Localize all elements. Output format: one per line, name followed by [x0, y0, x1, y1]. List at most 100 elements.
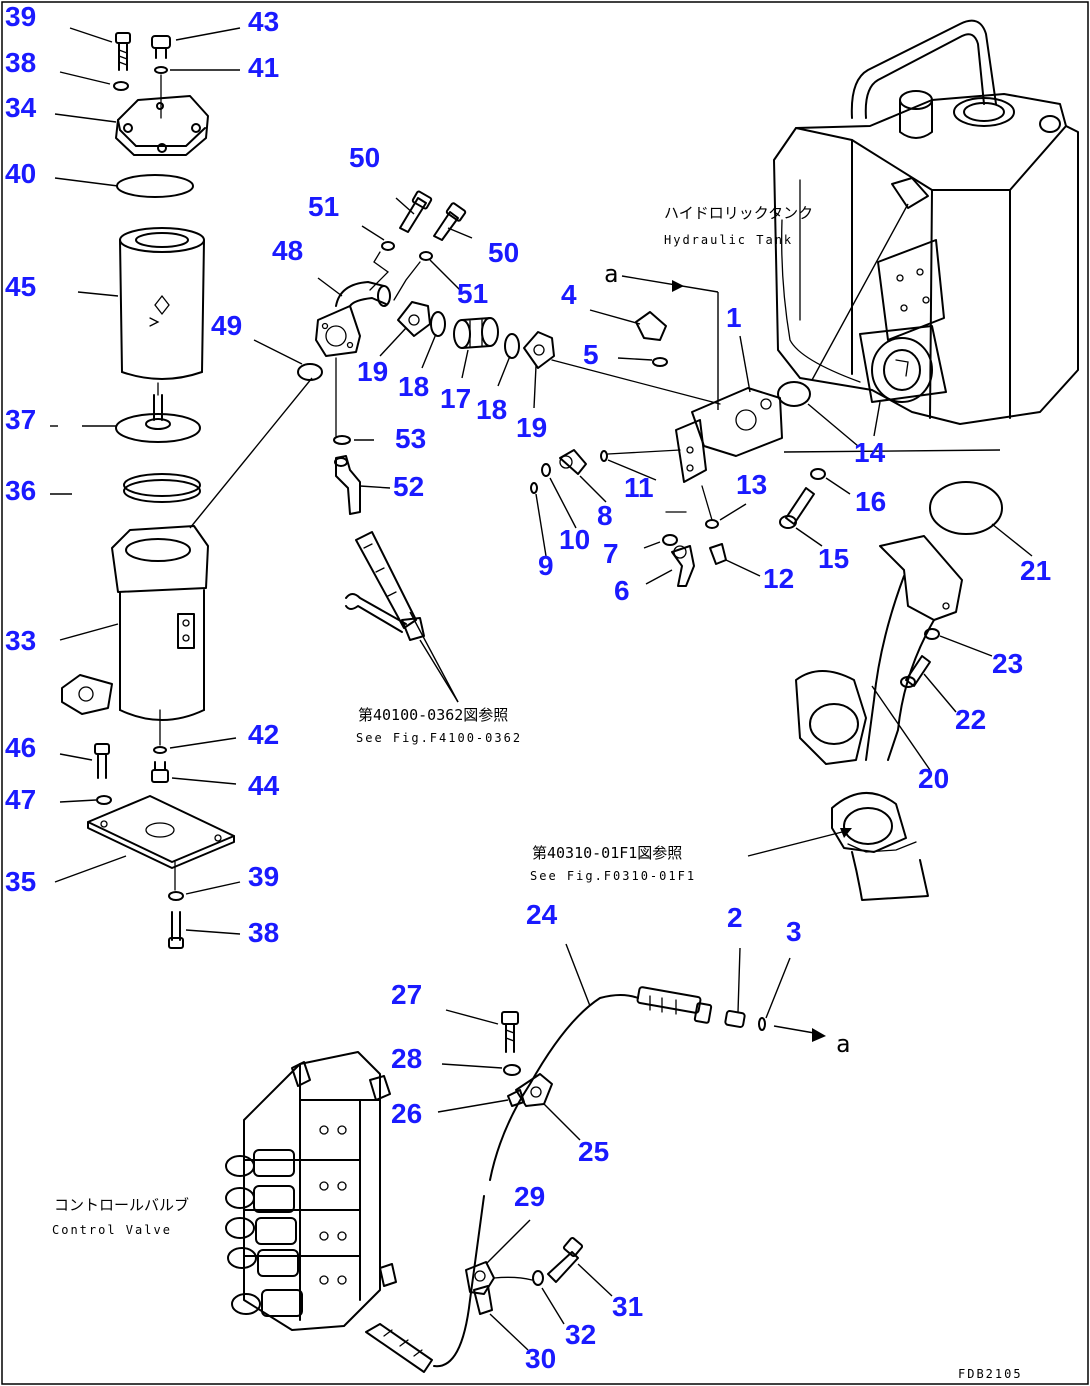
hydraulic-tank-label: ハイドロリックタンク Hydraulic Tank	[664, 204, 813, 247]
callout-29: 29	[514, 1181, 545, 1212]
spring-36	[123, 473, 201, 503]
block-centerline-11	[607, 449, 681, 455]
callout-51-lower: 51	[457, 278, 488, 309]
callout-13: 13	[736, 469, 767, 500]
hose-24	[433, 986, 713, 1368]
callout-4: 4	[561, 279, 577, 310]
callout-39-bottom: 39	[248, 861, 279, 892]
callout-32: 32	[565, 1319, 596, 1350]
clamp-30	[473, 1285, 493, 1315]
washer-28	[503, 1064, 521, 1076]
flange-19-right	[523, 331, 555, 369]
connection-a-bottom: a	[836, 1030, 850, 1058]
callout-26: 26	[391, 1098, 422, 1129]
bolt-15	[779, 487, 815, 529]
control-valve-label-en: Control Valve	[52, 1223, 172, 1237]
callout-27: 27	[391, 979, 422, 1010]
callout-38: 38	[5, 47, 36, 78]
callout-50-lower: 50	[488, 237, 519, 268]
o-ring-53	[333, 435, 351, 445]
o-ring-42	[153, 746, 167, 754]
callout-38-bottom: 38	[248, 917, 279, 948]
washer-39-bottom	[168, 891, 184, 901]
hydraulic-tank-label-en: Hydraulic Tank	[664, 233, 793, 247]
control-valve-label: コントロールバルブ Control Valve	[52, 1196, 189, 1237]
bolt-39-top	[115, 32, 131, 71]
callout-8: 8	[597, 500, 613, 531]
elbow-8	[559, 449, 587, 475]
flange-4	[635, 311, 667, 341]
callout-2: 2	[727, 902, 743, 933]
callout-18-right: 18	[476, 394, 507, 425]
connection-a-top: a	[604, 260, 618, 288]
callout-30: 30	[525, 1343, 556, 1374]
callout-23: 23	[992, 648, 1023, 679]
callout-24: 24	[526, 899, 558, 930]
plug-44	[151, 761, 169, 783]
callout-28: 28	[391, 1043, 422, 1074]
washer-51-upper	[381, 241, 395, 251]
washer-47	[96, 795, 112, 805]
leader-52	[359, 485, 391, 489]
o-ring-40	[116, 174, 194, 198]
callout-1: 1	[726, 302, 742, 333]
drawing-code: FDB2105	[958, 1367, 1023, 1381]
washer-16	[810, 468, 826, 480]
bolt-27	[501, 1011, 519, 1053]
o-ring-11	[600, 450, 608, 462]
control-valve	[225, 1051, 397, 1331]
o-ring-7	[662, 534, 678, 546]
callout-35: 35	[5, 866, 36, 897]
callout-7: 7	[603, 538, 619, 569]
callout-47: 47	[5, 784, 36, 815]
o-ring-13	[705, 519, 719, 529]
case-33	[61, 525, 209, 721]
callout-9: 9	[538, 550, 554, 581]
valve-37	[115, 382, 201, 443]
bolt-path-lower	[393, 261, 421, 301]
tube-20	[795, 535, 963, 901]
bolt-38-bottom	[168, 911, 184, 949]
see-fig-2-jp: 第40310-01F1図参照	[532, 844, 682, 862]
clamp-25	[515, 1073, 553, 1107]
clamp-26	[507, 1089, 525, 1107]
callout-labels: 39 43 38 41 34 40 45 37 36 33 46 42 44 4…	[5, 1, 1051, 1374]
callout-51: 51	[308, 191, 339, 222]
flange-19-left	[397, 301, 431, 337]
bolt-31-path	[493, 1276, 533, 1281]
leaders-bottom	[437, 943, 791, 1351]
o-ring-9	[530, 482, 538, 494]
callout-40: 40	[5, 158, 36, 189]
hose-see-fig	[345, 531, 425, 641]
plug-43	[151, 35, 171, 59]
callout-42: 42	[248, 719, 279, 750]
callout-3: 3	[786, 916, 802, 947]
callout-25: 25	[578, 1136, 609, 1167]
elbow-48	[315, 281, 391, 357]
plug-12	[709, 543, 727, 565]
callout-44: 44	[248, 770, 280, 801]
callout-39: 39	[5, 1, 36, 32]
hydraulic-tank-label-jp: ハイドロリックタンク	[664, 204, 813, 222]
pipe-17	[453, 317, 499, 349]
callout-46: 46	[5, 732, 36, 763]
bolt-path-upper	[369, 251, 390, 291]
washer-32	[532, 1270, 544, 1286]
callout-41: 41	[248, 52, 279, 83]
bolt-46	[94, 743, 110, 779]
callout-5: 5	[583, 339, 599, 370]
see-fig-1-jp: 第40100-0362図参照	[358, 706, 508, 724]
o-ring-14	[777, 381, 811, 407]
callout-19: 19	[357, 356, 388, 387]
washer-23	[924, 628, 940, 640]
washer-38-top	[113, 81, 129, 91]
leaders-center-top	[361, 197, 537, 409]
elbow-6	[671, 545, 695, 587]
callout-22: 22	[955, 704, 986, 735]
see-fig-1-label: 第40100-0362図参照 See Fig.F4100-0362	[356, 706, 520, 745]
flange-centerline	[551, 359, 721, 405]
leaders-left	[50, 27, 313, 935]
elbow-52	[334, 455, 361, 515]
